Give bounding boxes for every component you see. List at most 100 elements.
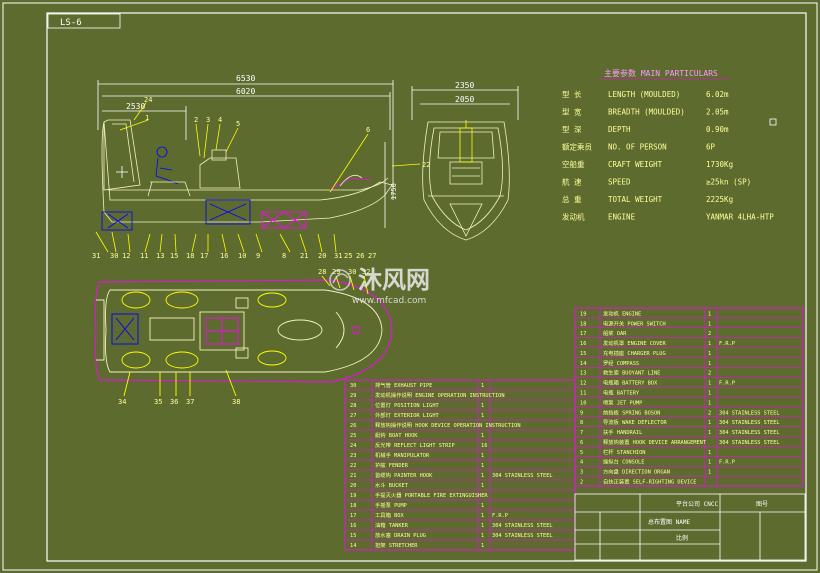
bom-right-name: 操纵台 CONSOLE (603, 458, 644, 466)
bom-left-material: F.R.P (492, 513, 508, 519)
cursor-marker (769, 118, 777, 126)
callout-plan-bottom: 35 (154, 398, 162, 406)
bom-right-qty: 1 (708, 361, 711, 367)
bom-right-no: 12 (580, 381, 586, 387)
callout-bottom: 27 (368, 252, 376, 260)
bom-left-no: 14 (350, 543, 356, 549)
particular-value: 6P (706, 143, 716, 152)
bom-left-name: 排气管 EXHAUST PIPE (375, 381, 432, 389)
bom-left-material: 304 STAINLESS STEEL (492, 523, 553, 529)
bom-right-qty: 1 (708, 391, 711, 397)
inner-frame (46, 12, 807, 562)
bom-left-name: 手提灭火器 PORTABLE FIRE EXTINGUISHER (375, 491, 488, 499)
bom-right-name: 释放钩装置 HOOK DEVICE ARRANGEMENT (603, 438, 707, 446)
bom-left-name: 发动机操作说明 ENGINE OPERATION INSTRUCTION (375, 391, 505, 399)
bom-right-name: 导流板 WAKE DEFLECTOR (603, 418, 668, 426)
bom-right-qty: 1 (708, 450, 711, 456)
bom-left-name: 机械手 MANIPULATOR (375, 451, 430, 459)
bom-left-name: 放水塞 DRAIN PLUG (375, 531, 426, 539)
callout-2: 2 (194, 116, 198, 124)
bom-left-qty: 1 (481, 483, 484, 489)
particular-label-cn: 航 速 (562, 177, 582, 187)
callout-bottom: 30 (110, 252, 118, 260)
bom-left-qty: 1 (481, 463, 484, 469)
dim-front-hull: 2050 (455, 95, 474, 104)
callout-bottom: 8 (282, 252, 286, 260)
bom-left-name: 手摇泵 PUMP (375, 501, 407, 509)
callout-3: 3 (206, 116, 210, 124)
callout-6: 6 (366, 126, 370, 134)
dim-side-partial: 2530 (126, 102, 145, 111)
bom-right-no: 8 (580, 420, 583, 426)
bom-right-no: 5 (580, 450, 583, 456)
bom-right-name: 罗经 COMPASS (603, 359, 639, 367)
callout-bottom: 12 (122, 252, 130, 260)
callout-plan-top: 29 (332, 268, 340, 276)
bom-right-qty: 1 (708, 430, 711, 436)
callout-bottom: 11 (140, 252, 148, 260)
bom-left-qty: 1 (481, 523, 484, 529)
bom-right-material: F.R.P (719, 341, 735, 347)
bom-right-material: 304 STAINLESS STEEL (719, 430, 780, 436)
bom-right-material: 304 STAINLESS STEEL (719, 440, 780, 446)
bom-left-name: 反光带 REFLECT LIGHT STRIP (375, 441, 455, 449)
particular-label-cn: 空船重 (562, 159, 585, 169)
front-view: 2350 2050 (411, 81, 519, 241)
bom-left-no: 15 (350, 533, 356, 539)
bom-right-no: 7 (580, 430, 583, 436)
bom-right-name: 自扶正装置 SELF-RIGHTING DEVICE (603, 478, 696, 486)
bom-left-qty: 1 (481, 503, 484, 509)
dim-side-height: 1750 (390, 183, 398, 200)
bom-left-qty: 1 (481, 403, 484, 409)
bom-right-name: 电源开关 POWER SWITCH (603, 319, 666, 327)
callout-bottom: 16 (220, 252, 228, 260)
bom-right-name: 扶手 HANDRAIL (603, 428, 642, 436)
callout-bottom: 17 (200, 252, 208, 260)
particular-value: 2225Kg (706, 195, 733, 204)
callout-plan-bottom: 37 (186, 398, 194, 406)
particular-value: 2.05m (706, 108, 729, 117)
bom-left-name: 护舷 FENDER (375, 461, 409, 469)
callout-plan-top: 30 (348, 268, 356, 276)
bom-left-no: 28 (350, 403, 356, 409)
bom-right-name: 发动机 ENGINE (603, 309, 641, 317)
bom-right-qty: 2 (708, 371, 711, 377)
bom-right-qty: 1 (708, 351, 711, 357)
side-view: 6530 6020 2530 1750 (95, 74, 421, 253)
bom-left-no: 20 (350, 483, 356, 489)
bom-right-name: 船桨 OAR (603, 329, 627, 337)
callout-plan-bottom: 38 (232, 398, 240, 406)
bom-right-no: 19 (580, 311, 586, 317)
plan-view (95, 275, 393, 397)
bom-right-qty: 2 (708, 410, 711, 416)
bom-right-no: 2 (580, 480, 583, 486)
bom-left-qty: 1 (481, 543, 484, 549)
particular-label-cn: 额定乘员 (562, 142, 592, 152)
particular-value: 1730Kg (706, 160, 733, 169)
bom-right-no: 11 (580, 391, 586, 397)
bom-right-no: 14 (580, 361, 586, 367)
bom-right-no: 18 (580, 321, 586, 327)
title-tab-label: LS-6 (60, 18, 82, 28)
callout-22: 22 (422, 161, 430, 169)
bom-right-no: 3 (580, 470, 583, 476)
particulars-heading: 主要参数 MAIN PARTICULARS (604, 68, 718, 78)
callout-bottom: 10 (238, 252, 246, 260)
bom-left-material: 304 STAINLESS STEEL (492, 533, 553, 539)
callout-plan-top: 32 (362, 268, 370, 276)
particular-label-en: DEPTH (608, 125, 631, 134)
title-drawing-name: 总布置图 NAME (648, 518, 690, 526)
callout-bottom: 31 (92, 252, 100, 260)
bom-right-qty: 1 (708, 460, 711, 466)
dim-side-overall: 6530 (236, 74, 255, 83)
callout-5: 5 (236, 120, 240, 128)
callout-plan-bottom: 34 (118, 398, 126, 406)
bom-left-name: 艇钩 BOAT HOOK (375, 431, 418, 439)
bom-right-material: F.R.P (719, 460, 735, 466)
bom-right-qty: 1 (708, 321, 711, 327)
bom-right-qty: 1 (708, 341, 711, 347)
bom-right-no: 13 (580, 371, 586, 377)
callout-1: 1 (145, 114, 149, 122)
